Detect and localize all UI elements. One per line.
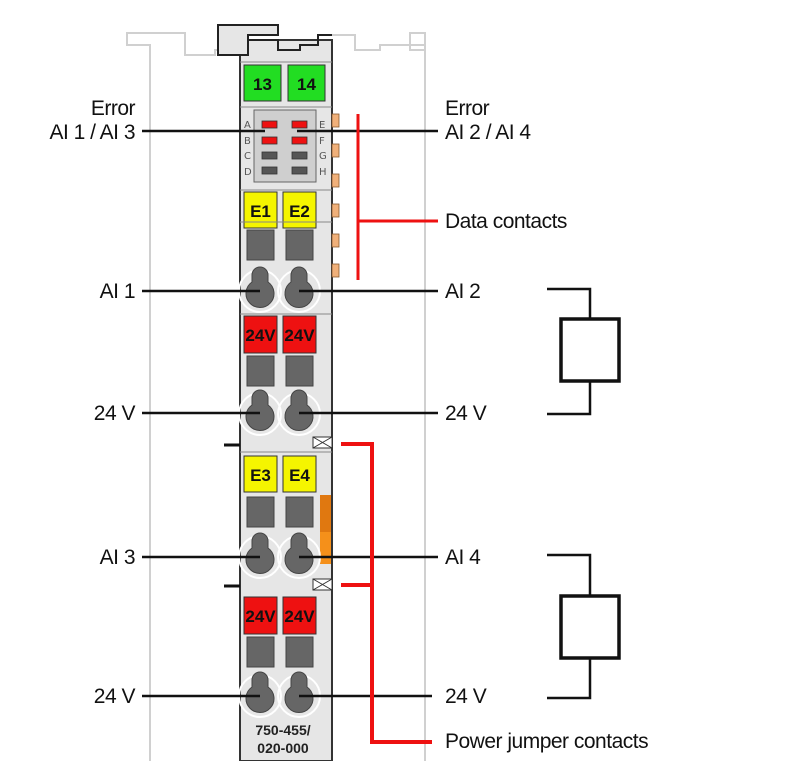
- marker-e1: E1: [243, 191, 278, 229]
- led-f: [291, 136, 308, 145]
- marker-14: 14: [287, 64, 326, 102]
- svg-text:14: 14: [297, 75, 316, 94]
- power-jumper-contact-1: [312, 436, 333, 449]
- led-panel: A B C D E F G H: [244, 109, 327, 183]
- marker-e2: E2: [282, 191, 317, 229]
- led-letter-f: F: [319, 136, 325, 147]
- label-data-contacts: Data contacts: [445, 210, 567, 233]
- svg-text:24V: 24V: [284, 607, 315, 626]
- led-h: [291, 166, 308, 175]
- neighbor-module-outline: [126, 32, 426, 761]
- marker-24v-1: 24V: [243, 315, 278, 354]
- label-error-left-1: Error: [91, 97, 136, 120]
- led-g: [291, 151, 308, 160]
- svg-text:24V: 24V: [245, 326, 276, 345]
- power-jumper-bar: [320, 495, 331, 564]
- label-24v-left-1: 24 V: [94, 402, 136, 425]
- svg-text:24V: 24V: [245, 607, 276, 626]
- power-jumper-bracket: [341, 442, 432, 744]
- led-letter-g: G: [319, 151, 327, 162]
- marker-24v-4: 24V: [282, 596, 317, 635]
- label-ai3: AI 3: [100, 546, 135, 569]
- terminal-group-ai1-ai2: [238, 229, 321, 313]
- label-power-jumper-contacts: Power jumper contacts: [445, 730, 648, 753]
- marker-e4: E4: [282, 455, 317, 493]
- led-letter-b: B: [244, 136, 251, 147]
- led-a: [261, 120, 278, 129]
- label-error-left-2: AI 1 / AI 3: [49, 121, 135, 144]
- marker-24v-3: 24V: [243, 596, 278, 635]
- label-error-right-1: Error: [445, 97, 490, 120]
- led-letter-e: E: [319, 120, 325, 131]
- terminal-group-ai3-ai4: [238, 496, 321, 579]
- power-jumper-contact-2: [312, 578, 333, 591]
- label-24v-left-2: 24 V: [94, 685, 136, 708]
- sensor-symbol-2: [547, 553, 621, 700]
- data-contacts: [331, 113, 340, 278]
- led-b: [261, 136, 278, 145]
- clamp-ai2: [284, 266, 314, 308]
- svg-text:24V: 24V: [284, 326, 315, 345]
- led-c: [261, 151, 278, 160]
- svg-text:E1: E1: [250, 202, 271, 221]
- led-letter-d: D: [244, 167, 252, 178]
- data-contacts-bracket: [356, 114, 438, 280]
- led-d: [261, 166, 278, 175]
- terminal-group-24v-2: [238, 636, 321, 718]
- label-ai1: AI 1: [100, 280, 135, 303]
- marker-13: 13: [243, 64, 282, 102]
- led-letter-h: H: [319, 167, 327, 178]
- marker-e3: E3: [243, 455, 278, 493]
- part-number-line1: 750-455/: [255, 722, 310, 738]
- svg-text:E3: E3: [250, 466, 271, 485]
- marker-24v-2: 24V: [282, 315, 317, 354]
- label-24v-right-1: 24 V: [445, 402, 487, 425]
- label-ai4: AI 4: [445, 546, 481, 569]
- label-error-right-2: AI 2 / AI 4: [445, 121, 531, 144]
- label-ai2: AI 2: [445, 280, 480, 303]
- sensor-symbol-1: [547, 287, 621, 416]
- svg-text:E2: E2: [289, 202, 310, 221]
- clamp-ai1: [245, 266, 275, 308]
- led-e: [291, 120, 308, 129]
- label-24v-right-2: 24 V: [445, 685, 487, 708]
- leader-lines: [142, 129, 438, 698]
- part-number-line2: 020-000: [257, 740, 309, 756]
- led-letter-a: A: [244, 120, 251, 131]
- svg-text:E4: E4: [289, 466, 310, 485]
- led-letter-c: C: [244, 151, 251, 162]
- svg-text:13: 13: [253, 75, 272, 94]
